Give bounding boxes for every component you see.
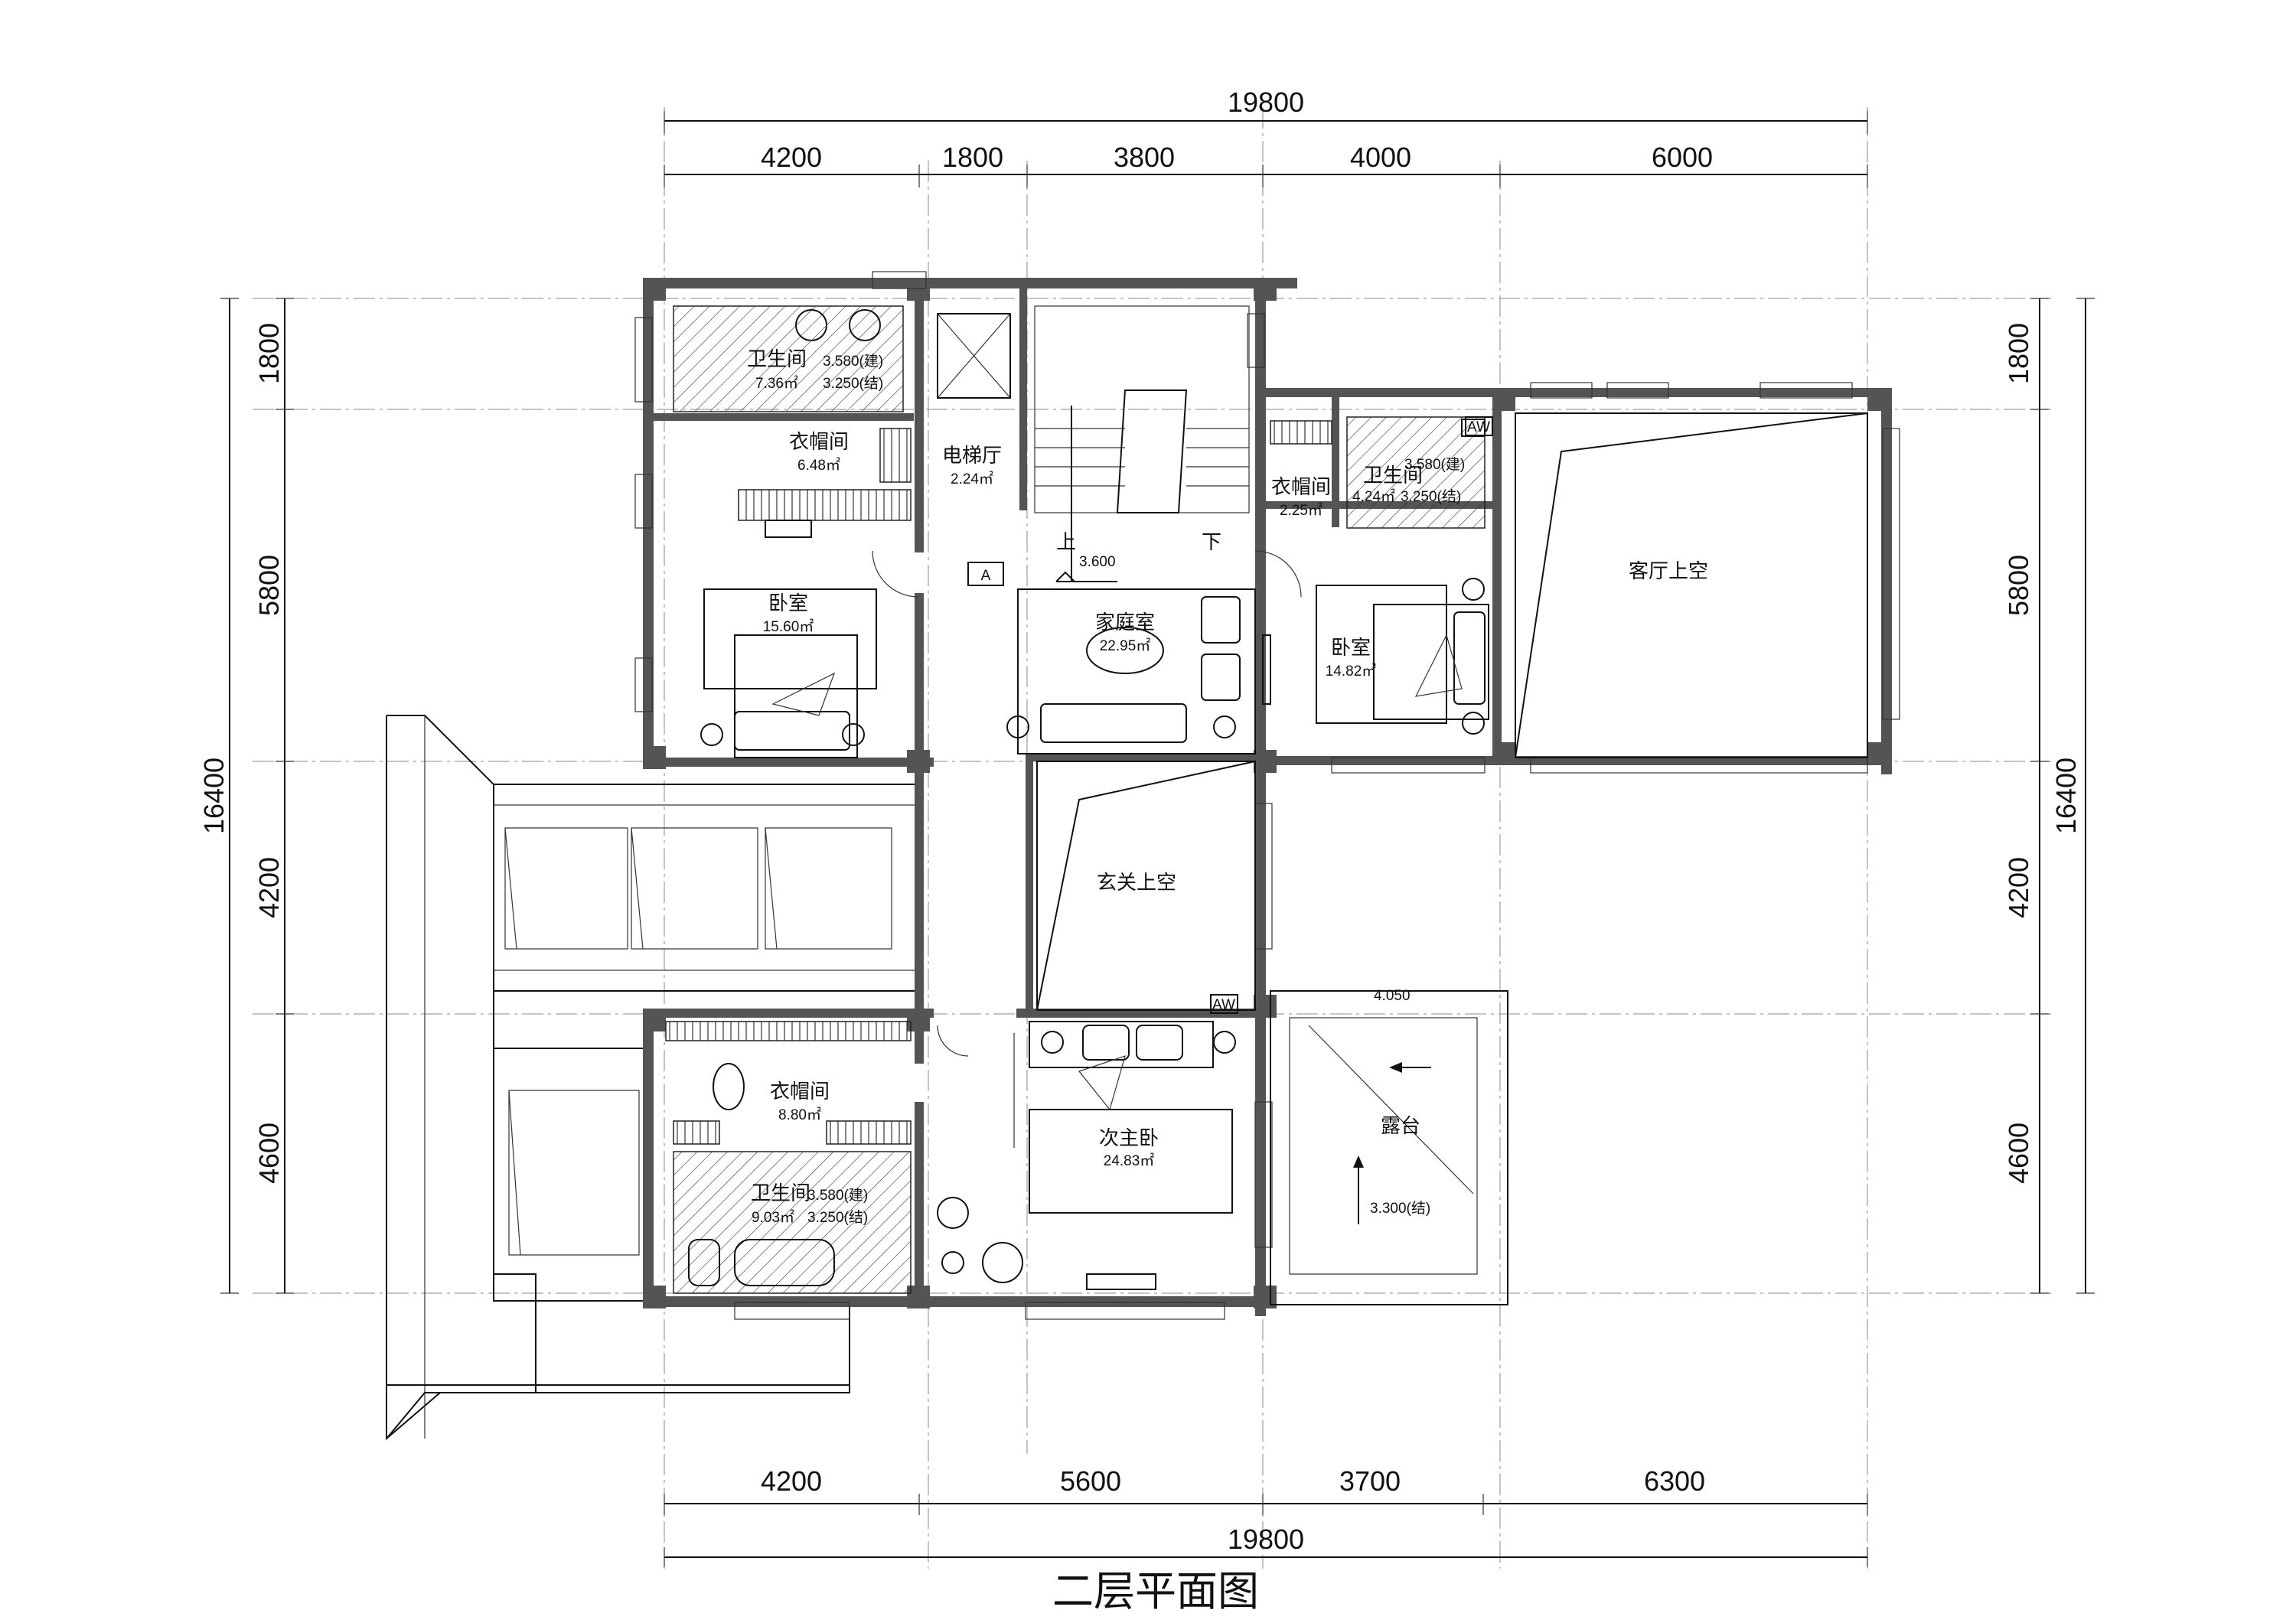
bath2-elev1: 3.580(建) xyxy=(1404,456,1465,473)
family-name: 家庭室 xyxy=(1095,611,1155,634)
dim-top-1: 1800 xyxy=(942,142,1003,173)
bedroom1-name: 卧室 xyxy=(768,592,808,615)
dim-bottom-3: 6300 xyxy=(1644,1465,1705,1497)
living-void-name: 客厅上空 xyxy=(1629,560,1708,583)
marker-a: A xyxy=(981,568,991,584)
dim-left-0: 1800 xyxy=(253,323,285,384)
roof-outline xyxy=(386,715,923,1441)
closet1-area: 6.48㎡ xyxy=(797,456,840,474)
dim-right-3: 4600 xyxy=(2003,1123,2034,1184)
terrace-elev-top: 4.050 xyxy=(1374,988,1411,1004)
dim-left-3: 4600 xyxy=(253,1123,285,1184)
bath3-elev1: 3.580(建) xyxy=(807,1187,868,1204)
dim-bottom-1: 5600 xyxy=(1060,1465,1121,1497)
closet1-name: 衣帽间 xyxy=(789,431,849,454)
elevator-name: 电梯厅 xyxy=(942,445,1002,468)
aw-label-1: AW xyxy=(1467,419,1490,435)
windows xyxy=(634,271,1900,1320)
bath2-name: 卫生间 xyxy=(1363,464,1423,487)
family-area: 22.95㎡ xyxy=(1100,637,1151,654)
stair-down-label: 下 xyxy=(1202,531,1221,554)
dim-top-3: 4000 xyxy=(1350,142,1411,173)
level-mark: 3.600 xyxy=(1079,554,1116,570)
dim-right-total: 16400 xyxy=(2050,758,2082,834)
bath1-elev1: 3.580(建) xyxy=(823,353,883,370)
master2-name: 次主卧 xyxy=(1099,1127,1159,1150)
room-labels: 卫生间 7.36㎡ 3.580(建) 3.250(结) 衣帽间 6.48㎡ 电梯… xyxy=(747,348,1708,1226)
bath3-area: 9.03㎡ xyxy=(752,1208,794,1226)
drawing-title: 二层平面图 xyxy=(1052,1567,1259,1615)
closet2-area: 2.25㎡ xyxy=(1280,501,1322,519)
foyer-void-name: 玄关上空 xyxy=(1097,872,1176,895)
bedroom2-area: 14.82㎡ xyxy=(1326,662,1377,680)
elevator-area: 2.24㎡ xyxy=(951,470,993,487)
fixtures: A 3.600 上 下 AW AW xyxy=(665,305,1868,1305)
dim-top-4: 6000 xyxy=(1652,142,1713,173)
dim-right-1: 5800 xyxy=(2003,555,2034,616)
left-dimensions: 16400 1800 5800 4200 4600 xyxy=(198,298,294,1294)
bedroom1-area: 15.60㎡ xyxy=(763,618,814,635)
bath3-name: 卫生间 xyxy=(751,1182,810,1205)
terrace-name: 露台 xyxy=(1381,1115,1420,1138)
bath2-elev2: 3.250(结) xyxy=(1401,488,1461,505)
dim-bottom-0: 4200 xyxy=(761,1465,822,1497)
aw-label-2: AW xyxy=(1212,997,1235,1013)
master2-area: 24.83㎡ xyxy=(1104,1152,1155,1169)
bath1-area: 7.36㎡ xyxy=(755,374,798,392)
bath1-name: 卫生间 xyxy=(747,348,807,371)
bath2-area: 4.24㎡ xyxy=(1352,487,1395,505)
closet3-area: 8.80㎡ xyxy=(778,1106,821,1123)
top-dimensions: 19800 4200 1800 3800 4000 6000 xyxy=(664,86,1868,187)
dim-right-2: 4200 xyxy=(2003,857,2034,918)
bottom-dimensions: 4200 5600 3700 6300 19800 xyxy=(664,1465,1868,1567)
terrace-elev: 3.300(结) xyxy=(1370,1200,1430,1217)
dim-bottom-2: 3700 xyxy=(1339,1465,1401,1497)
closet2-name: 衣帽间 xyxy=(1271,476,1331,499)
closet3-name: 衣帽间 xyxy=(770,1080,830,1103)
dim-top-2: 3800 xyxy=(1114,142,1175,173)
dim-left-1: 5800 xyxy=(253,555,285,616)
bedroom2-name: 卧室 xyxy=(1331,637,1371,660)
right-dimensions: 1800 5800 4200 4600 16400 xyxy=(2003,298,2095,1294)
dim-right-0: 1800 xyxy=(2003,323,2034,384)
dim-bottom-total: 19800 xyxy=(1228,1524,1304,1555)
dim-left-2: 4200 xyxy=(253,857,285,918)
dim-left-total: 16400 xyxy=(198,758,230,834)
dim-top-total: 19800 xyxy=(1228,86,1304,118)
bath1-elev2: 3.250(结) xyxy=(823,375,883,392)
dim-top-0: 4200 xyxy=(761,142,822,173)
stair-up-label: 上 xyxy=(1056,531,1076,554)
bath3-elev2: 3.250(结) xyxy=(807,1209,868,1226)
axis-grid xyxy=(253,107,2051,1569)
